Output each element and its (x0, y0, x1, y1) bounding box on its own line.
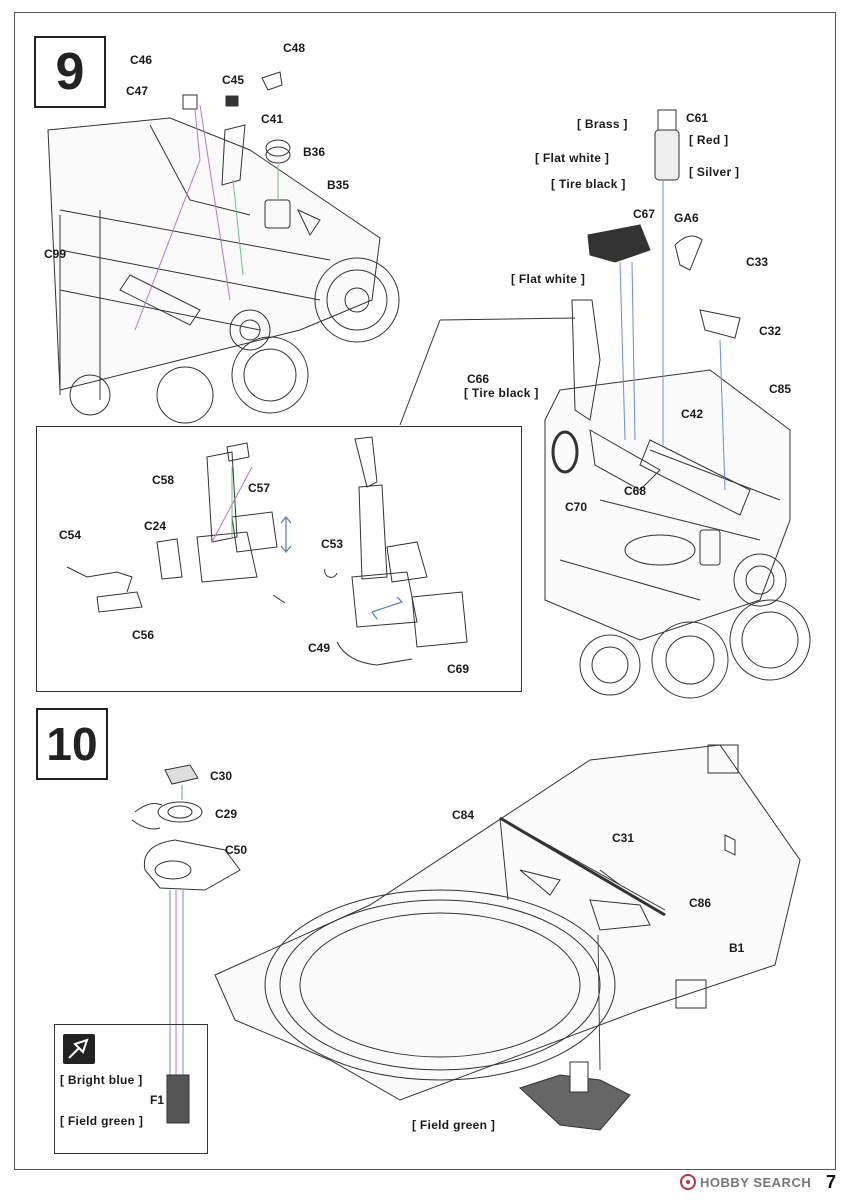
label-B35: B35 (327, 178, 350, 192)
label-C58: C58 (152, 473, 175, 487)
paint-flat-white-2: [ Flat white ] (511, 272, 586, 286)
step10-parts-left (131, 764, 241, 891)
label-C85: C85 (769, 382, 792, 396)
inset-drawing (66, 436, 468, 666)
label-C47: C47 (126, 84, 149, 98)
turret-ring-part (519, 1061, 631, 1131)
decal-icon (63, 1034, 95, 1064)
page-number: 7 (826, 1172, 837, 1192)
label-C41: C41 (261, 112, 284, 126)
paint-brass: [ Brass ] (577, 117, 628, 131)
label-C48: C48 (283, 41, 306, 55)
right-hull-drawing (544, 369, 811, 699)
label-C30: C30 (210, 769, 233, 783)
label-C70: C70 (565, 500, 588, 514)
paint-tire-black: [ Tire black ] (551, 177, 626, 191)
paint-field-green-2: [ Field green ] (412, 1118, 496, 1132)
label-C33: C33 (746, 255, 769, 269)
label-C69: C69 (447, 662, 470, 676)
step-10-badge: 10 (36, 708, 108, 780)
label-C57: C57 (248, 481, 271, 495)
step-9-badge: 9 (34, 36, 106, 108)
label-GA6: GA6 (674, 211, 699, 225)
label-C68: C68 (624, 484, 647, 498)
paint-silver: [ Silver ] (689, 165, 740, 179)
paint-flat-white: [ Flat white ] (535, 151, 610, 165)
label-C29: C29 (215, 807, 238, 821)
label-C56: C56 (132, 628, 155, 642)
paint-red: [ Red ] (689, 133, 729, 147)
label-C86: C86 (689, 896, 712, 910)
label-B36: B36 (303, 145, 326, 159)
paint-tire-black-2: [ Tire black ] (464, 386, 539, 400)
label-C99: C99 (44, 247, 67, 261)
label-B1: B1 (729, 941, 745, 955)
detail-inset: C58 C57 C24 C54 C56 C53 C49 C69 (36, 426, 522, 692)
label-C84: C84 (452, 808, 475, 822)
label-C42: C42 (681, 407, 704, 421)
f1-decal (166, 1074, 190, 1124)
label-C49: C49 (308, 641, 331, 655)
watermark-logo-icon (680, 1174, 696, 1190)
label-C24: C24 (144, 519, 167, 533)
decal-painting-box (54, 1024, 208, 1154)
page-frame (14, 12, 836, 1170)
right-parts (551, 109, 751, 566)
label-C61: C61 (686, 111, 709, 125)
label-C53: C53 (321, 537, 344, 551)
label-C46: C46 (130, 53, 153, 67)
label-C54: C54 (59, 528, 82, 542)
paint-field-green: [ Field green ] (60, 1114, 144, 1128)
label-C50: C50 (225, 843, 248, 857)
footer-brand: HOBBY SEARCH (700, 1174, 812, 1190)
label-C31: C31 (612, 831, 635, 845)
label-C45: C45 (222, 73, 245, 87)
hull-rear-drawing (47, 117, 400, 424)
label-F1: F1 (150, 1093, 165, 1107)
hull-floor-drawing (214, 744, 801, 1101)
paint-bright-blue: [ Bright blue ] (60, 1073, 143, 1087)
footer-watermark: HOBBY SEARCH (680, 1174, 811, 1190)
label-C67: C67 (633, 207, 656, 221)
label-C66: C66 (467, 372, 490, 386)
label-C32: C32 (759, 324, 782, 338)
